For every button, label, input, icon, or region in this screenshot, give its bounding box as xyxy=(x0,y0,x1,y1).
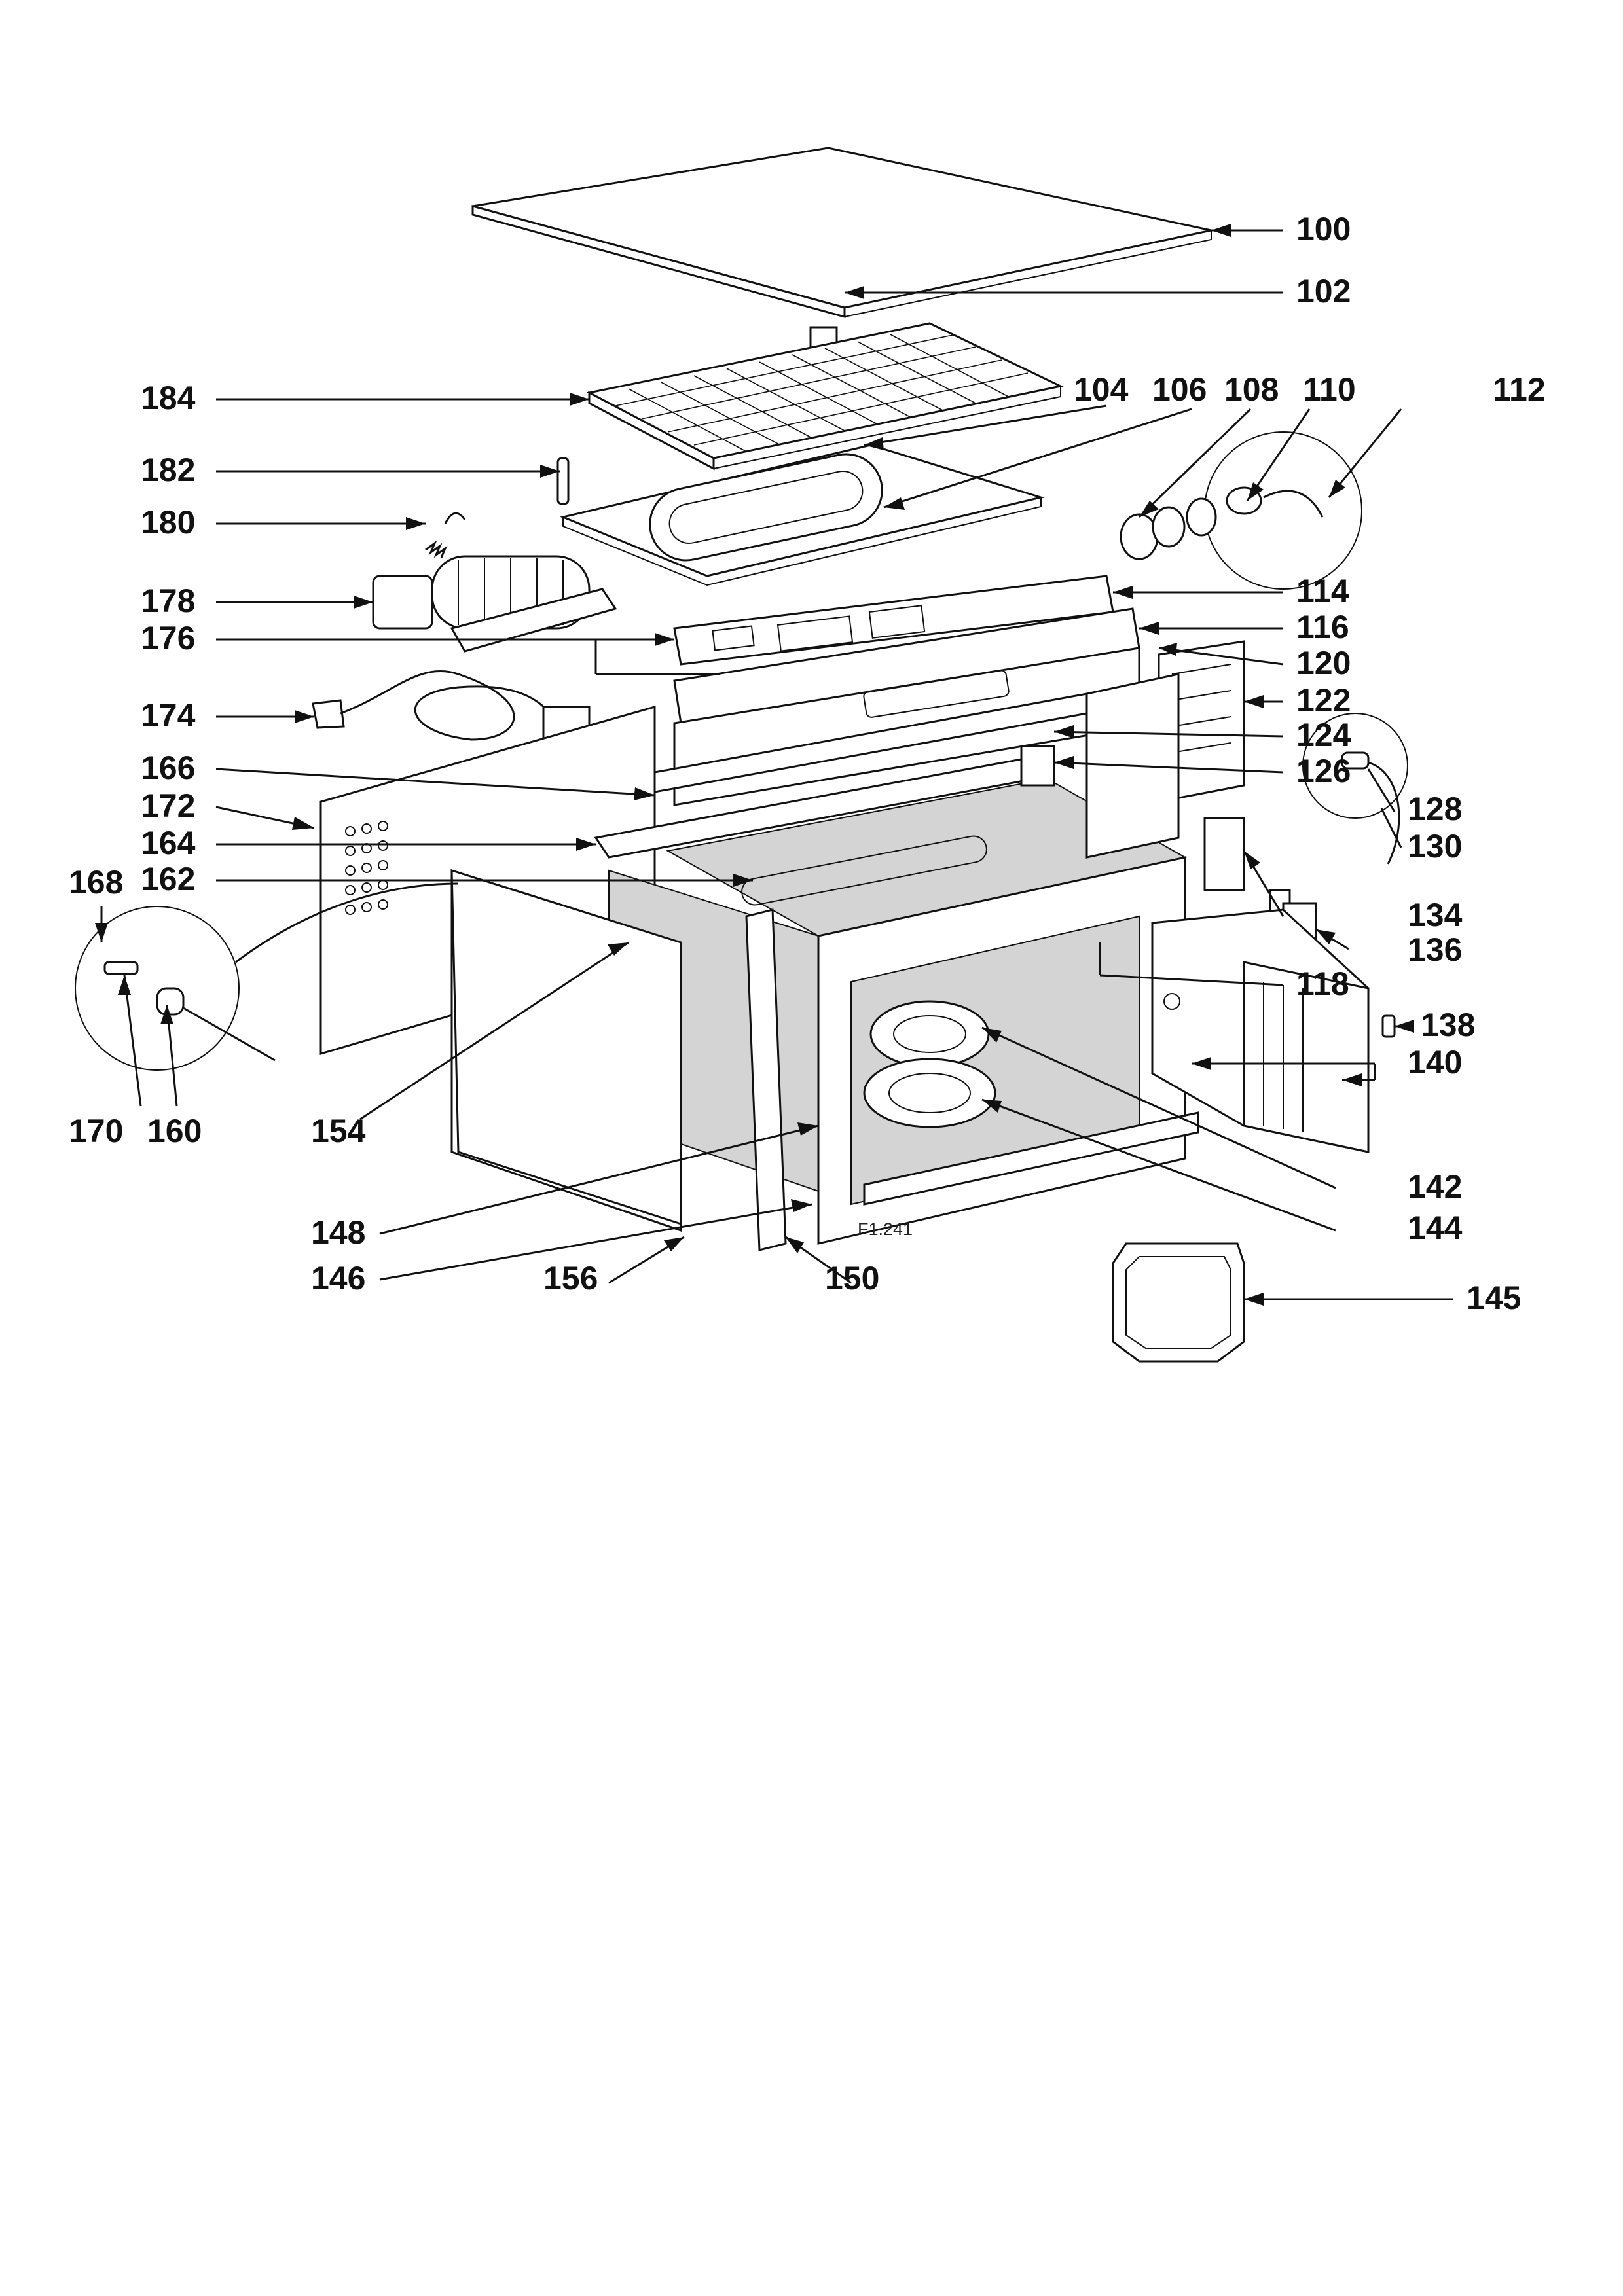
label-146: 146 xyxy=(311,1260,365,1297)
label-136: 136 xyxy=(1408,931,1462,968)
bottom-front-rail xyxy=(863,1111,1199,1206)
label-130: 130 xyxy=(1408,828,1462,865)
label-160: 160 xyxy=(147,1113,202,1149)
label-144: 144 xyxy=(1408,1210,1463,1246)
label-184: 184 xyxy=(141,380,196,416)
spring-clip xyxy=(425,512,466,558)
turntable xyxy=(863,1000,996,1128)
label-104: 104 xyxy=(1074,371,1129,408)
vertical-rail xyxy=(745,908,787,1251)
label-162: 162 xyxy=(141,861,195,897)
label-134: 134 xyxy=(1408,897,1463,933)
label-102: 102 xyxy=(1296,273,1351,310)
label-174: 174 xyxy=(141,697,196,734)
label-118: 118 xyxy=(1296,965,1349,1002)
label-145: 145 xyxy=(1467,1280,1521,1316)
label-112: 112 xyxy=(1493,371,1546,408)
leader-lines xyxy=(95,224,1453,1306)
label-124: 124 xyxy=(1296,717,1351,753)
label-172: 172 xyxy=(141,787,195,824)
label-170: 170 xyxy=(69,1113,123,1149)
label-166: 166 xyxy=(141,749,195,786)
label-154: 154 xyxy=(311,1113,366,1149)
grid-tray xyxy=(586,322,1064,471)
label-116: 116 xyxy=(1296,609,1349,645)
parts-drawing: F1.241 xyxy=(75,147,1408,1363)
label-122: 122 xyxy=(1296,682,1351,719)
label-114: 114 xyxy=(1296,573,1349,609)
label-128: 128 xyxy=(1408,791,1462,827)
label-182: 182 xyxy=(141,452,195,488)
part-labels: 100 102 104 106 108 110 112 114 116 120 … xyxy=(69,211,1546,1316)
power-cord xyxy=(312,670,591,747)
gasket-ring xyxy=(1112,1242,1245,1363)
label-120: 120 xyxy=(1296,645,1351,681)
label-150: 150 xyxy=(825,1260,879,1297)
fan-motor xyxy=(372,555,617,653)
small-rod xyxy=(556,457,570,505)
label-168: 168 xyxy=(69,864,123,901)
label-140: 140 xyxy=(1408,1044,1462,1081)
label-180: 180 xyxy=(141,504,195,541)
detail-circle-left xyxy=(75,882,459,1071)
label-110: 110 xyxy=(1303,371,1356,408)
label-100: 100 xyxy=(1296,211,1351,247)
figure-code: F1.241 xyxy=(858,1219,913,1239)
rear-panel xyxy=(450,869,682,1226)
label-108: 108 xyxy=(1224,371,1279,408)
label-164: 164 xyxy=(141,825,196,861)
label-176: 176 xyxy=(141,620,195,656)
label-106: 106 xyxy=(1152,371,1207,408)
label-156: 156 xyxy=(543,1260,598,1297)
heating-element xyxy=(649,453,883,562)
detail-circle-right xyxy=(1120,431,1362,590)
label-142: 142 xyxy=(1408,1168,1462,1205)
door-panel xyxy=(1151,908,1370,1153)
top-cover-plate xyxy=(471,147,1212,318)
label-178: 178 xyxy=(141,583,195,619)
detail-circle-sensor xyxy=(1302,713,1408,865)
label-126: 126 xyxy=(1296,753,1351,789)
label-138: 138 xyxy=(1421,1007,1475,1043)
label-148: 148 xyxy=(311,1214,365,1251)
small-screw xyxy=(1381,1014,1396,1038)
